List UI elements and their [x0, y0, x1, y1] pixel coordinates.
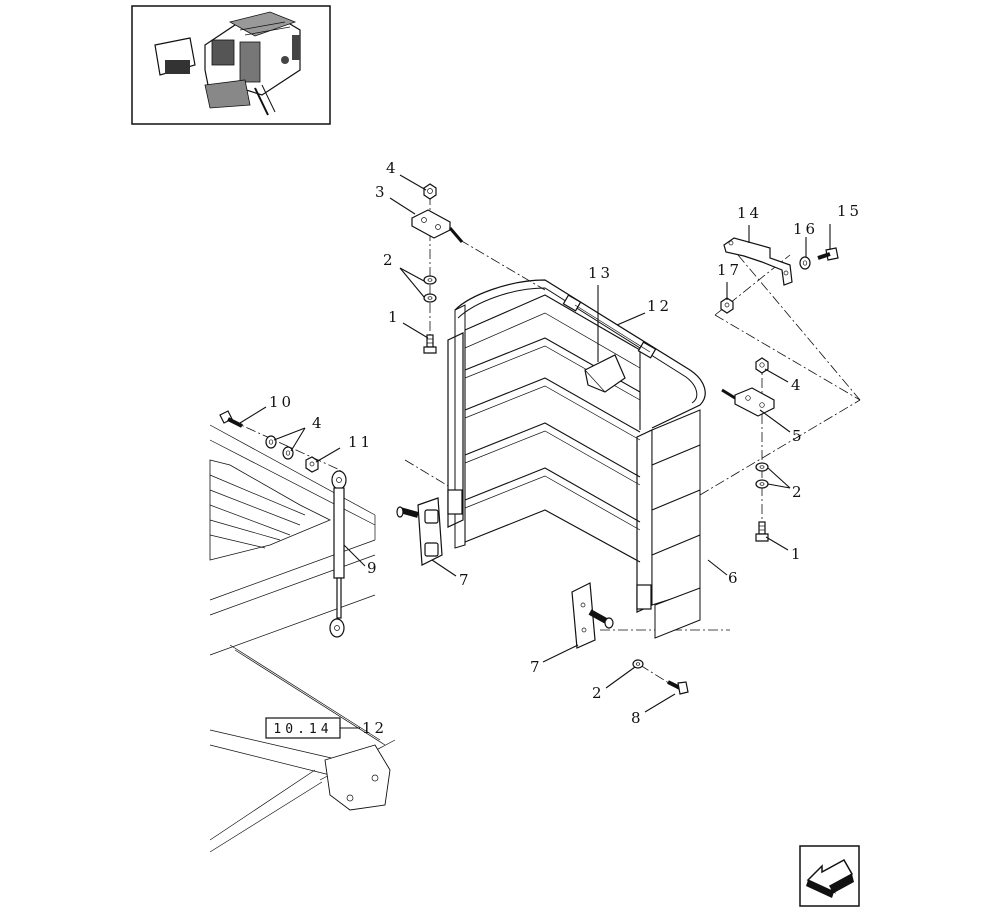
callout-6: 6 — [728, 569, 741, 587]
bracket-icon — [723, 237, 793, 286]
nut-icon — [305, 456, 319, 473]
callout-3: 3 — [375, 183, 388, 201]
callout-16: 16 — [793, 220, 818, 238]
callout-8: 8 — [631, 709, 644, 727]
bolt-icon — [423, 334, 437, 354]
callout-14: 14 — [737, 204, 762, 222]
callout-11: 11 — [348, 433, 373, 451]
callout-1-left: 1 — [388, 308, 401, 326]
bolt-icon — [667, 680, 689, 695]
callout-1-right: 1 — [791, 545, 804, 563]
washer-icon — [799, 256, 811, 270]
callout-17: 17 — [717, 261, 742, 279]
platform-outline — [209, 424, 396, 853]
arrow-bottom-left-icon[interactable] — [799, 845, 860, 907]
callout-4-top: 4 — [386, 159, 399, 177]
hinge-pin-left — [396, 497, 443, 566]
washer-icon — [423, 275, 437, 303]
machine-overview-icon — [154, 11, 301, 116]
callout-15: 15 — [837, 202, 862, 220]
leader-lines — [239, 174, 831, 713]
right-hardware-stack — [721, 357, 775, 542]
callout-labels: 4 3 2 1 14 15 16 17 13 12 4 5 2 1 6 10 4… — [269, 159, 862, 737]
callout-7-bottom: 7 — [530, 658, 543, 676]
callout-4-mid: 4 — [312, 414, 325, 432]
anchor-plate-icon — [721, 387, 775, 417]
left-hardware-stack — [411, 183, 464, 354]
callout-4-right: 4 — [791, 376, 804, 394]
reference-box-label: 10.14 — [273, 722, 332, 737]
callout-7-left: 7 — [459, 571, 472, 589]
grille-panel — [447, 279, 706, 639]
callout-2-right: 2 — [792, 483, 805, 501]
gas-strut-assembly — [219, 410, 347, 638]
callout-12-ref: 12 — [362, 719, 387, 737]
top-right-hardware — [720, 237, 839, 314]
hinge-pin-bottom — [571, 582, 614, 649]
callout-9: 9 — [367, 559, 380, 577]
nut-icon — [423, 183, 437, 200]
callout-13: 13 — [588, 264, 613, 282]
louvre-slats — [464, 294, 641, 563]
nut-icon — [755, 357, 769, 374]
anchor-plate-icon — [411, 209, 464, 243]
assembly-axes — [229, 195, 861, 691]
callout-10: 10 — [269, 393, 294, 411]
machine-overview-thumbnail — [131, 5, 331, 125]
callout-2-bottom: 2 — [592, 684, 605, 702]
callout-5: 5 — [792, 427, 805, 445]
callout-12: 12 — [647, 297, 672, 315]
washer-icon — [632, 659, 644, 669]
reference-box[interactable]: 10.14 — [265, 717, 360, 739]
bolt-icon — [219, 410, 243, 428]
gas-strut-icon — [329, 470, 347, 638]
bolt-icon — [817, 247, 839, 261]
bolt-icon — [755, 521, 769, 542]
nut-icon — [720, 297, 734, 314]
washer-icon — [265, 435, 294, 460]
callout-2-left: 2 — [383, 251, 396, 269]
